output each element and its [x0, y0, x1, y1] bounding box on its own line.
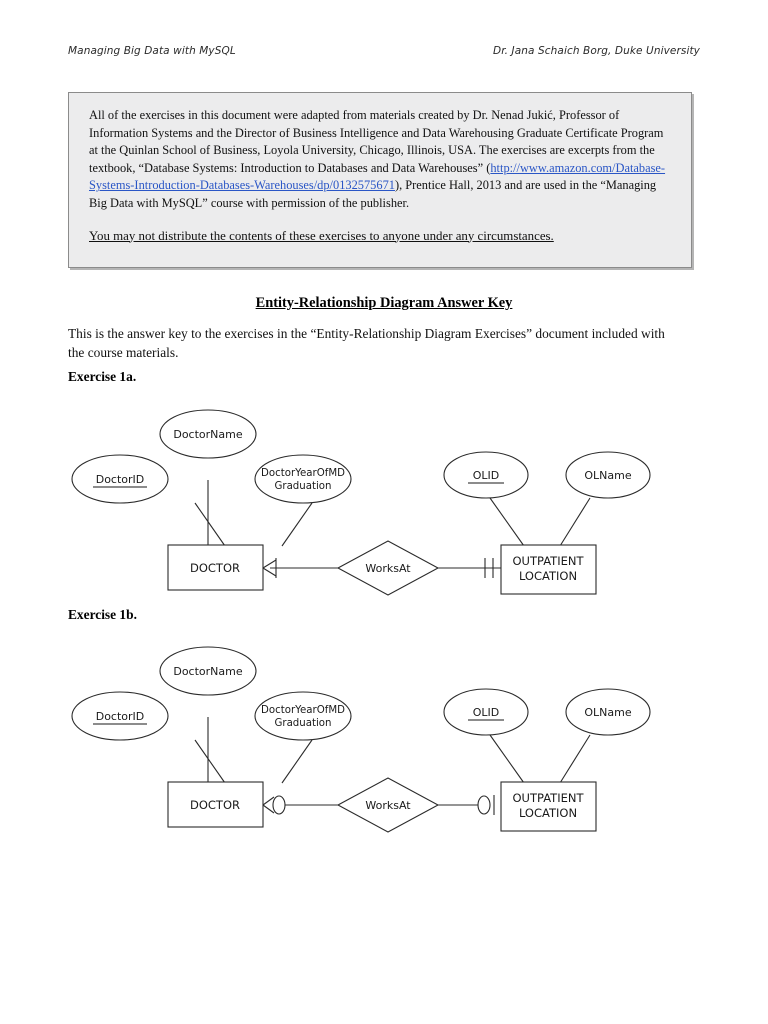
entity-box-doctor	[167, 781, 264, 828]
entity-label-outpatient-line1: OUTPATIENT	[513, 554, 585, 568]
attribute-label-doctoryearofmd-line1: DoctorYearOfMD	[261, 705, 345, 716]
page-title-text: Entity-Relationship Diagram Answer Key	[255, 295, 513, 311]
attribute-ellipse-olid	[443, 451, 529, 499]
entity-box-outpatient-location	[500, 781, 597, 832]
attr-line-doctoryear	[281, 739, 313, 784]
cardinality-outpatient-side-1b	[477, 795, 495, 815]
attribute-label-doctorid: DoctorID	[96, 473, 145, 486]
header-right-text: Dr. Jana Schaich Borg, Duke University	[493, 45, 700, 57]
entity-box-doctor	[167, 544, 264, 591]
entity-label-outpatient-line2: LOCATION	[519, 569, 577, 583]
notice-text-part1: All of the exercises in this document we…	[89, 108, 664, 175]
attribute-ellipse-doctorid	[71, 454, 169, 504]
attr-line-olname	[559, 497, 591, 547]
attribute-ellipse-olid	[443, 688, 529, 736]
cardinality-doctor-side-1a	[262, 558, 277, 578]
notice-box: All of the exercises in this document we…	[68, 92, 692, 268]
attribute-ellipse-doctorname	[159, 409, 257, 459]
attribute-label-olid: OLID	[473, 469, 500, 482]
attribute-ellipse-doctorid	[71, 691, 169, 741]
cardinality-doctor-side-1b	[262, 795, 286, 815]
attribute-label-doctoryearofmd-line2: Graduation	[274, 481, 331, 492]
notice-text-part2: ), Prentice Hall, 2013 and are used in t…	[89, 178, 657, 210]
relationship-label-worksat: WorksAt	[365, 562, 411, 575]
attribute-ellipse-doctoryearofmd	[254, 691, 352, 741]
exercise-1a-heading: Exercise 1a.	[68, 369, 137, 384]
attribute-ellipse-olname	[565, 451, 651, 499]
page-title: Entity-Relationship Diagram Answer Key	[0, 295, 768, 312]
attr-line-olid	[489, 734, 525, 784]
entity-label-doctor: DOCTOR	[190, 561, 240, 575]
er-diagram-1a: DoctorID DoctorName DoctorYearOfMD Gradu…	[60, 398, 720, 608]
attribute-label-doctorname: DoctorName	[173, 428, 242, 441]
attr-line-doctorid	[194, 739, 226, 784]
attr-line-olid	[489, 497, 525, 547]
amazon-textbook-link[interactable]: http://www.amazon.com/Database-Systems-I…	[89, 160, 666, 193]
attribute-label-olname: OLName	[584, 469, 631, 482]
exercise-1b-heading: Exercise 1b.	[68, 607, 137, 622]
attribute-label-doctoryearofmd-line2: Graduation	[274, 718, 331, 729]
attribute-label-olid: OLID	[473, 706, 500, 719]
attribute-label-doctorname: DoctorName	[173, 665, 242, 678]
notice-warning: You may not distribute the contents of t…	[89, 228, 554, 243]
entity-label-doctor: DOCTOR	[190, 798, 240, 812]
header-left-text: Managing Big Data with MySQL	[68, 45, 236, 57]
relationship-diamond-worksat	[336, 777, 440, 833]
er-diagram-1b: DoctorID DoctorName DoctorYearOfMD Gradu…	[60, 635, 720, 845]
relationship-label-worksat: WorksAt	[365, 799, 411, 812]
cardinality-outpatient-side-1a	[484, 558, 494, 578]
attribute-label-doctorid: DoctorID	[96, 710, 145, 723]
intro-paragraph: This is the answer key to the exercises …	[68, 326, 665, 360]
entity-box-outpatient-location	[500, 544, 597, 595]
attribute-ellipse-doctoryearofmd	[254, 454, 352, 504]
document-header: Managing Big Data with MySQL Dr. Jana Sc…	[68, 45, 700, 57]
attribute-label-doctoryearofmd-line1: DoctorYearOfMD	[261, 468, 345, 479]
attr-line-doctoryear	[281, 502, 313, 547]
notice-paragraph: All of the exercises in this document we…	[89, 107, 671, 213]
entity-label-outpatient-line2: LOCATION	[519, 806, 577, 820]
attr-line-olname	[559, 734, 591, 784]
attr-line-doctorid	[194, 502, 226, 547]
attribute-ellipse-doctorname	[159, 646, 257, 696]
entity-label-outpatient-line1: OUTPATIENT	[513, 791, 585, 805]
attribute-label-olname: OLName	[584, 706, 631, 719]
relationship-diamond-worksat	[336, 540, 440, 596]
attribute-ellipse-olname	[565, 688, 651, 736]
